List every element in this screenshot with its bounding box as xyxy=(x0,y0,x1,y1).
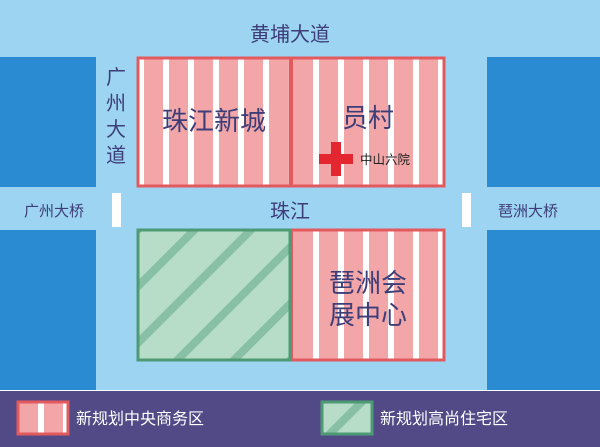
block-bottom-right xyxy=(487,230,600,390)
legend-residential-label: 新规划高尚住宅区 xyxy=(380,409,508,428)
bridge-label-right: 琶洲大桥 xyxy=(498,202,558,220)
hospital-label: 中山六院 xyxy=(360,152,411,167)
road-label-left-3: 大 xyxy=(106,117,126,141)
district-yuancun xyxy=(290,56,446,188)
block-top-strip xyxy=(0,0,600,8)
district-label-pazhou-1: 琶洲会 xyxy=(329,269,407,299)
river-label: 珠江 xyxy=(270,199,310,223)
red-cross-icon xyxy=(319,142,353,176)
bridge-post-left xyxy=(112,193,121,227)
block-top-left xyxy=(0,57,96,187)
legend-cbd-label: 新规划中央商务区 xyxy=(76,409,204,428)
district-label-pazhou-2: 展中心 xyxy=(329,301,407,331)
road-label-left-4: 道 xyxy=(106,143,126,167)
district-label-yuancun: 员村 xyxy=(342,104,394,134)
legend-cbd-swatch xyxy=(16,400,70,436)
road-label-top: 黄埔大道 xyxy=(250,22,330,46)
legend-residential-swatch xyxy=(320,400,374,436)
district-pazhou xyxy=(290,228,446,362)
block-top-right xyxy=(487,57,600,187)
district-label-zhujiang: 珠江新城 xyxy=(162,107,266,137)
legend-bar xyxy=(0,391,600,447)
block-bottom-left xyxy=(0,230,96,390)
bridge-post-right xyxy=(462,193,471,227)
road-label-left-2: 州 xyxy=(106,91,126,115)
road-label-left-1: 广 xyxy=(106,65,126,89)
district-residential xyxy=(136,228,292,362)
district-zhujiang-new-town xyxy=(136,56,292,188)
bridge-label-left: 广州大桥 xyxy=(24,202,84,220)
